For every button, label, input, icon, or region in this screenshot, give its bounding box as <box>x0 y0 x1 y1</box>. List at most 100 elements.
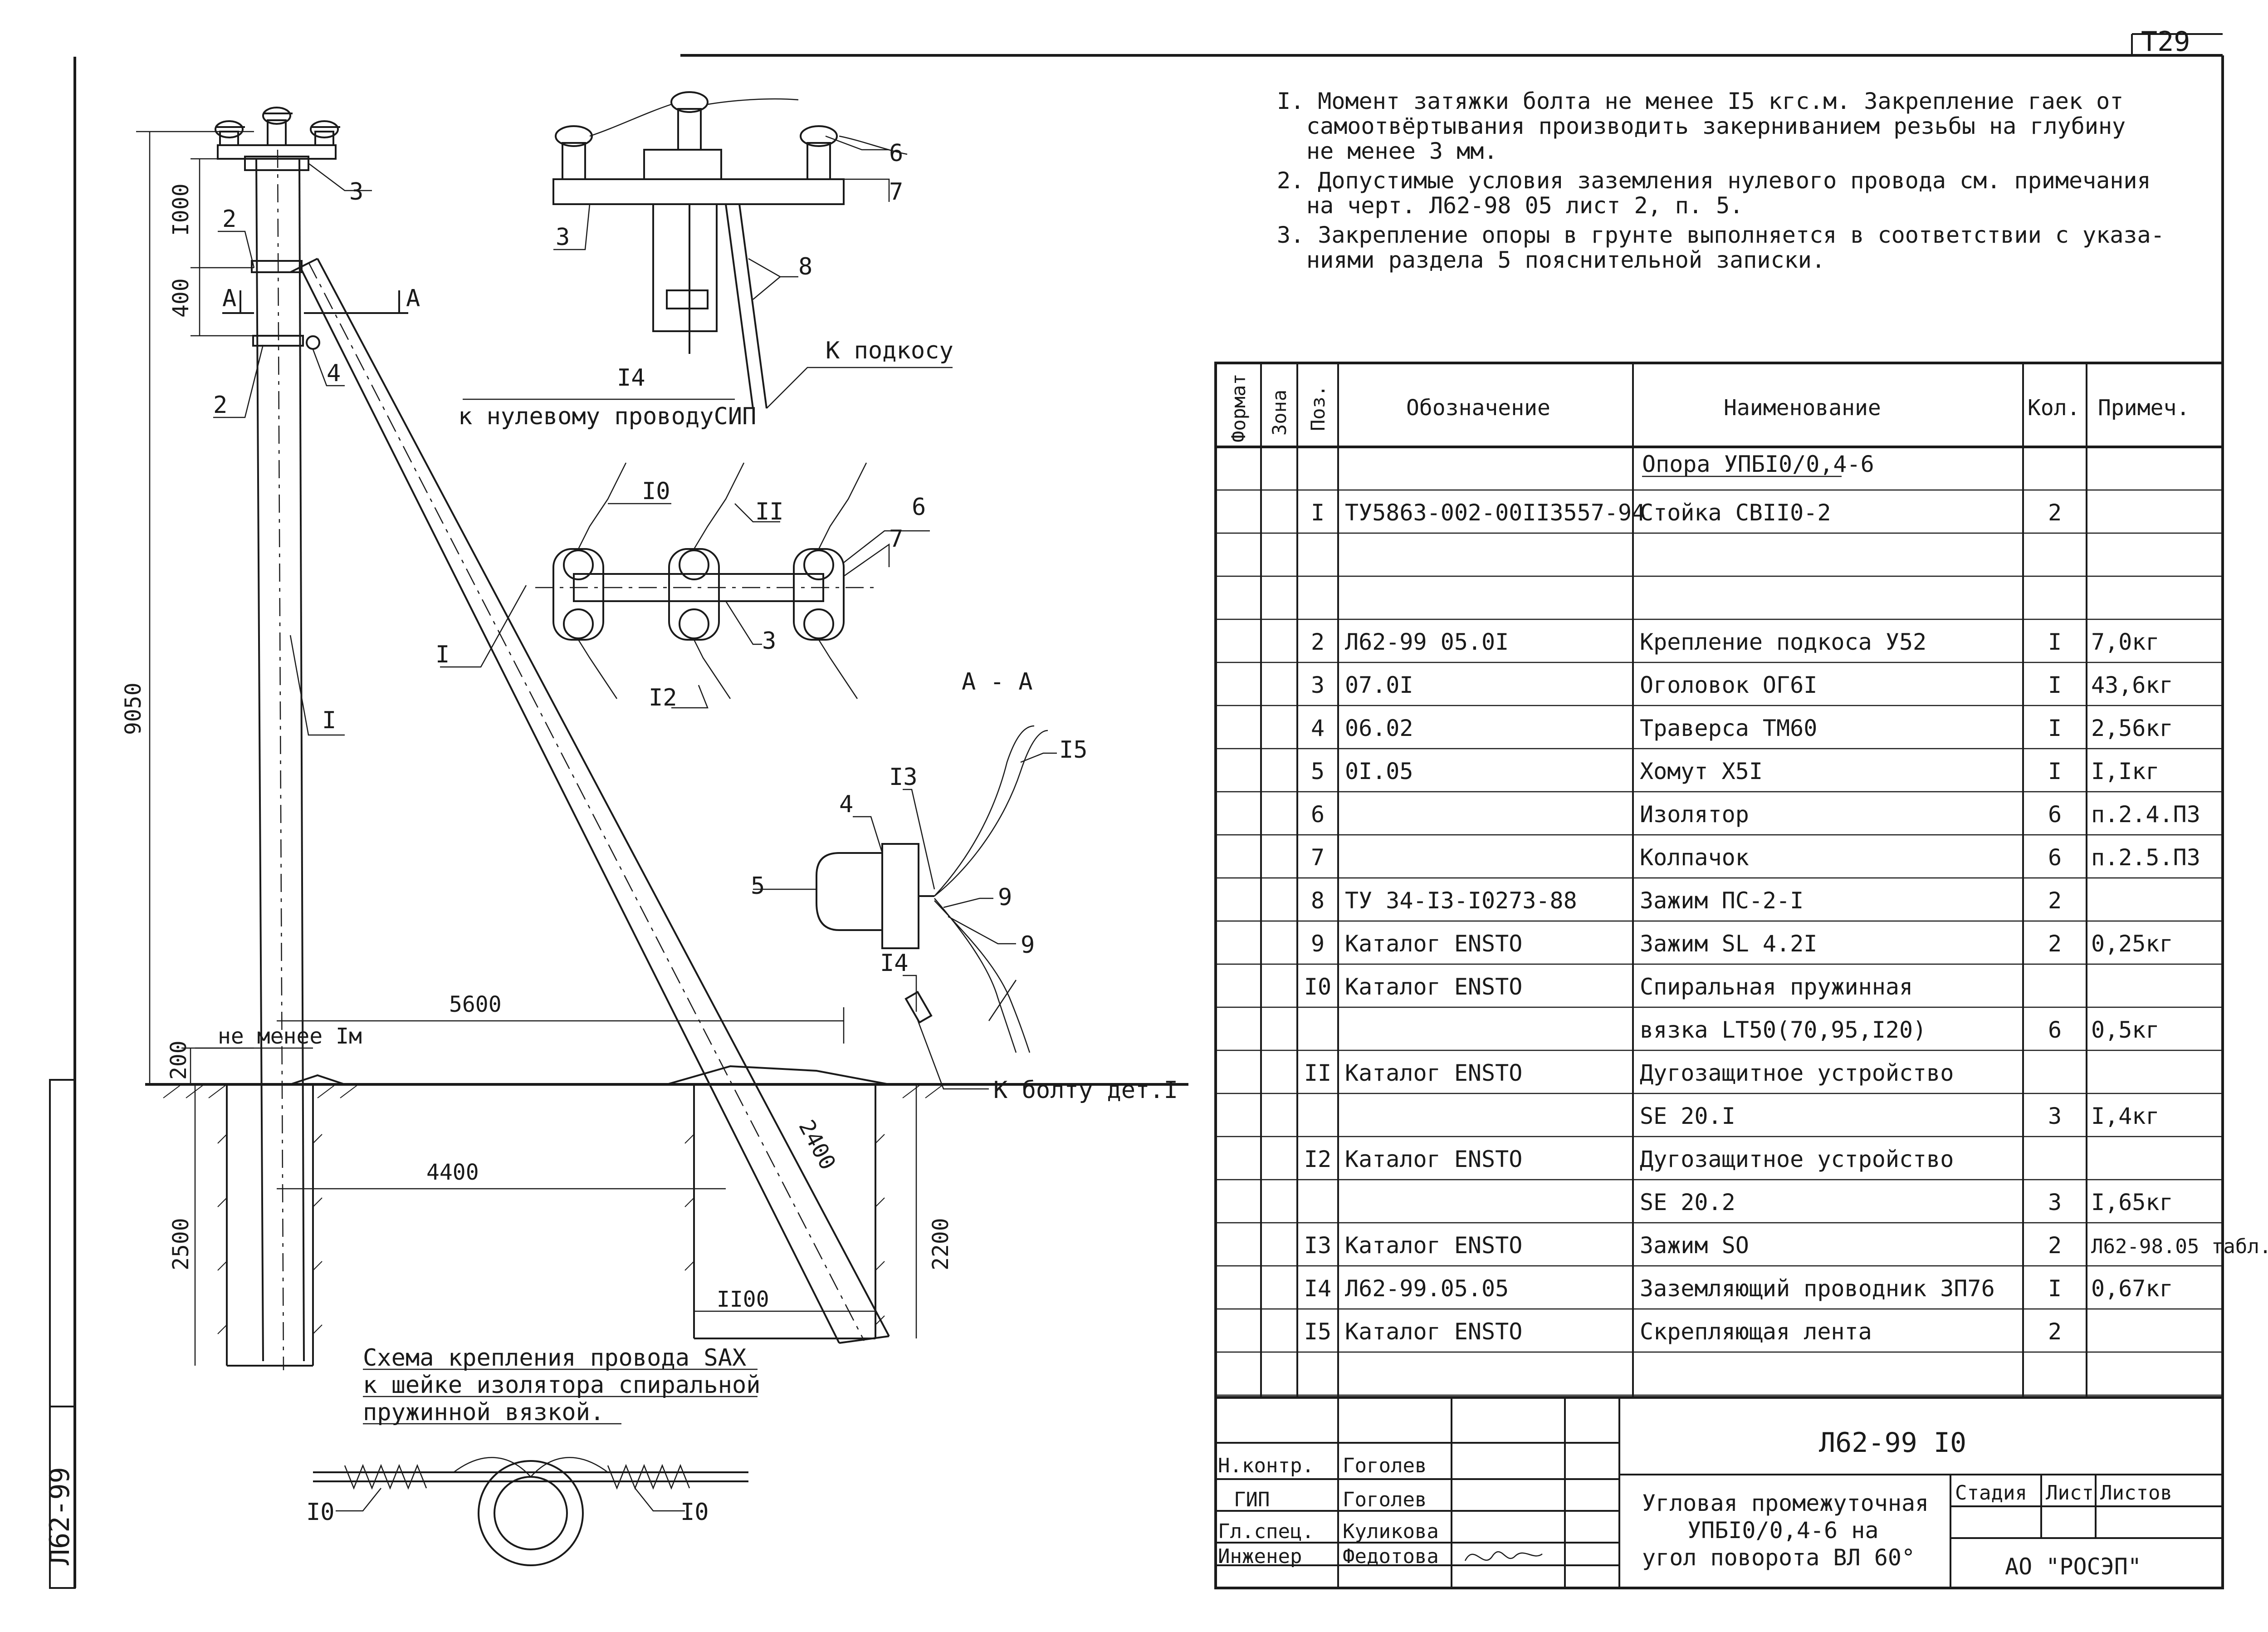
spec-cell-designation: Каталог ENSTO <box>1345 1318 1522 1345</box>
callout-3: 3 <box>349 178 363 206</box>
spec-cell-note: 0,25кг <box>2091 931 2173 957</box>
section-mark-left: А <box>222 285 236 312</box>
spec-cell-note: I,4кг <box>2091 1103 2160 1129</box>
dim-2500: 2500 <box>168 1218 194 1270</box>
callout-11-trav: II <box>755 498 784 525</box>
spec-cell-name: Заземляющий проводник ЗП76 <box>1640 1275 1995 1302</box>
sheet-label: Лист <box>2046 1481 2094 1505</box>
hdr-pos: Поз. <box>1307 385 1329 431</box>
spec-cell-designation: ТУ 34-I3-I0273-88 <box>1345 887 1577 914</box>
sheet-number: Т29 <box>2141 26 2190 58</box>
dim-1100: II00 <box>717 1287 769 1312</box>
callout-9-aa: 9 <box>998 884 1012 911</box>
callout-14-aa: I4 <box>880 950 909 977</box>
dim-200: 200 <box>166 1040 191 1080</box>
spec-cell-qty: I <box>2048 672 2062 698</box>
spec-cell-note: 2,56кг <box>2091 715 2173 741</box>
spec-cell-name: Зажим SO <box>1640 1232 1749 1259</box>
spec-cell-pos: I5 <box>1304 1318 1331 1345</box>
spec-cell-qty: 2 <box>2048 1318 2062 1345</box>
stage-label: Стадия <box>1955 1481 2027 1505</box>
spec-cell-qty: 3 <box>2048 1103 2062 1129</box>
callout-15-aa: I5 <box>1059 736 1088 764</box>
callout-3-trav: 3 <box>762 627 776 655</box>
scheme-caption-3: пружинной вязкой. <box>363 1399 604 1426</box>
spec-cell-name: Оголовок ОГ6I <box>1640 672 1817 698</box>
spec-cell-designation: Каталог ENSTO <box>1345 1146 1522 1172</box>
spec-cell-pos: II <box>1304 1060 1331 1086</box>
spec-cell-pos: 7 <box>1311 844 1325 871</box>
pole-elevation <box>215 107 890 1371</box>
spec-cell-name: вязка LT50(70,95,I20) <box>1640 1017 1926 1043</box>
callout-7-trav: 7 <box>889 525 903 553</box>
spec-cell-note: I,Iкг <box>2091 758 2160 784</box>
spec-cell-pos: 9 <box>1311 931 1325 957</box>
dim-4400: 4400 <box>426 1160 479 1185</box>
spec-cell-name: Зажим ПС-2-I <box>1640 887 1804 914</box>
note-line: 3. Закрепление опоры в грунте выполняетс… <box>1277 222 2165 248</box>
spec-cell-name: Колпачок <box>1640 844 1749 871</box>
spec-cell-qty: I <box>2048 1275 2062 1302</box>
callout-7-head: 7 <box>889 178 903 206</box>
spec-cell-name: Зажим SL 4.2I <box>1640 931 1817 957</box>
callout-13-aa: I3 <box>889 764 918 791</box>
spec-cell-pos: 4 <box>1311 715 1325 741</box>
doc-title-1: Угловая промежуточная <box>1642 1490 1929 1516</box>
sig-name-2: Гоголев <box>1343 1488 1427 1511</box>
section-aa <box>816 725 1048 1053</box>
dim-2400: 2400 <box>793 1116 841 1174</box>
scheme-caption-2: к шейке изолятора спиральной <box>363 1372 761 1399</box>
callout-12-trav: I2 <box>649 684 677 711</box>
insulator-icon <box>668 548 720 641</box>
spec-cell-name: Дугозащитное устройство <box>1640 1060 1954 1086</box>
spec-cell-name: Скрепляющая лента <box>1640 1318 1872 1345</box>
spec-cell-qty: 6 <box>2048 801 2062 828</box>
callout-1: I <box>322 707 336 734</box>
sig-name-3: Куликова <box>1343 1520 1439 1543</box>
hdr-qty: Кол. <box>2028 395 2080 421</box>
dimension-lines <box>136 131 917 1366</box>
doc-title-2: УПБI0/0,4-6 на <box>1687 1517 1878 1544</box>
hdr-name: Наименование <box>1724 395 1881 421</box>
callout-6-head: 6 <box>889 140 903 167</box>
spec-cell-qty: I <box>2048 629 2062 655</box>
spec-cell-name: SE 20.2 <box>1640 1189 1735 1215</box>
spec-cell-pos: 6 <box>1311 801 1325 828</box>
note-line: I. Момент затяжки болта не менее I5 кгс.… <box>1277 88 2123 114</box>
spec-cell-name: Хомут Х5I <box>1640 758 1763 784</box>
spec-cell-note: п.2.4.ПЗ <box>2091 801 2200 828</box>
dim-1000: I000 <box>168 183 194 236</box>
sig-role-3: Гл.спец. <box>1218 1520 1314 1543</box>
spec-cell-pos: 5 <box>1311 758 1325 784</box>
callout-10-scheme-right: I0 <box>680 1499 709 1526</box>
note-line: ниями раздела 5 пояснительной записки. <box>1306 247 1825 273</box>
spec-cell-designation: Л62-99.05.05 <box>1345 1275 1509 1302</box>
hdr-designation: Обозначение <box>1406 395 1550 421</box>
sig-role-1: Н.контр. <box>1218 1454 1314 1477</box>
spec-cell-note: 7,0кг <box>2091 629 2160 655</box>
spec-cell-pos: I4 <box>1304 1275 1331 1302</box>
callout-9b-aa: 9 <box>1021 931 1035 959</box>
spec-cell-note: Л62-98.05 табл.I <box>2091 1235 2268 1258</box>
label-to-zero-wire: к нулевому проводуСИП <box>458 403 756 430</box>
spec-cell-name: Траверса ТМ60 <box>1640 715 1817 741</box>
signature-scribble <box>1464 1551 1543 1561</box>
section-aa-leaders <box>753 752 1057 1090</box>
callout-1b: I <box>435 641 450 668</box>
spec-cell-designation: 06.02 <box>1345 715 1413 741</box>
head-detail-leaders <box>463 135 953 409</box>
hdr-zone: Зона <box>1268 390 1290 436</box>
spec-cell-designation: Каталог ENSTO <box>1345 974 1522 1000</box>
spec-cell-designation: 0I.05 <box>1345 758 1413 784</box>
callout-2b: 2 <box>213 392 227 419</box>
insulator-icon <box>215 120 245 146</box>
spec-cell-designation: Л62-99 05.0I <box>1345 629 1509 655</box>
dim-5600: 5600 <box>449 992 502 1017</box>
hdr-note: Примеч. <box>2098 395 2190 421</box>
org-name: АО "РОСЭП" <box>2005 1554 2141 1580</box>
note-line: самоотвёртывания производить закернивани… <box>1306 113 2126 139</box>
callout-10-trav: I0 <box>642 478 670 505</box>
scheme-caption-1: Схема крепления провода SAX <box>363 1344 746 1372</box>
spec-cell-designation: 07.0I <box>1345 672 1413 698</box>
callout-14-head: I4 <box>617 364 645 392</box>
